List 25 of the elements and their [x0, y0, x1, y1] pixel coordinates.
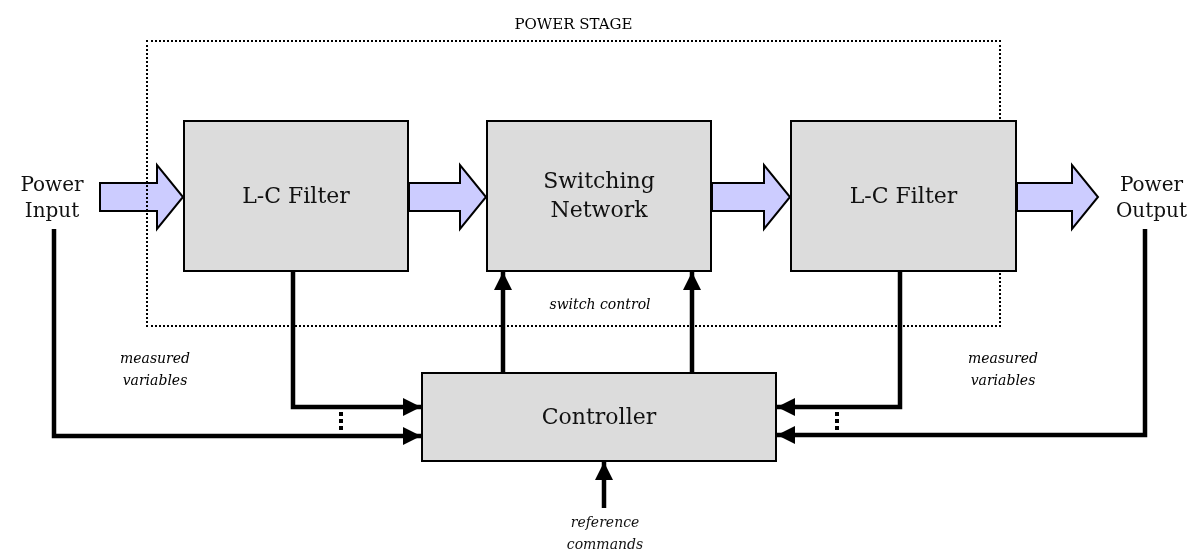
process-box	[183, 120, 409, 272]
arrow	[290, 272, 421, 416]
block-arrow	[1016, 162, 1100, 232]
box-label: Controller	[541, 402, 657, 431]
arrow	[777, 229, 1148, 444]
box-label: Switching Network	[542, 167, 656, 224]
process-box	[790, 120, 1017, 272]
frame-heading: POWER STAGE	[513, 15, 634, 33]
node-label: reference commands	[565, 512, 645, 554]
box-label: L-C Filter	[849, 181, 958, 210]
block-arrow	[408, 162, 488, 232]
block-arrow	[99, 162, 185, 232]
arrow	[683, 272, 701, 372]
arrow	[51, 229, 421, 445]
process-box	[421, 372, 777, 462]
node-label: Power Input	[19, 171, 85, 223]
box-label: L-C Filter	[242, 181, 350, 210]
block-arrow	[711, 162, 792, 232]
arrow	[777, 272, 903, 416]
annotation-text: measured variables	[966, 349, 1040, 391]
node-label: Power Output	[1114, 171, 1188, 223]
annotation-text: measured variables	[118, 349, 192, 391]
arrow	[494, 272, 512, 372]
arrow	[595, 462, 613, 508]
process-box	[486, 120, 712, 272]
